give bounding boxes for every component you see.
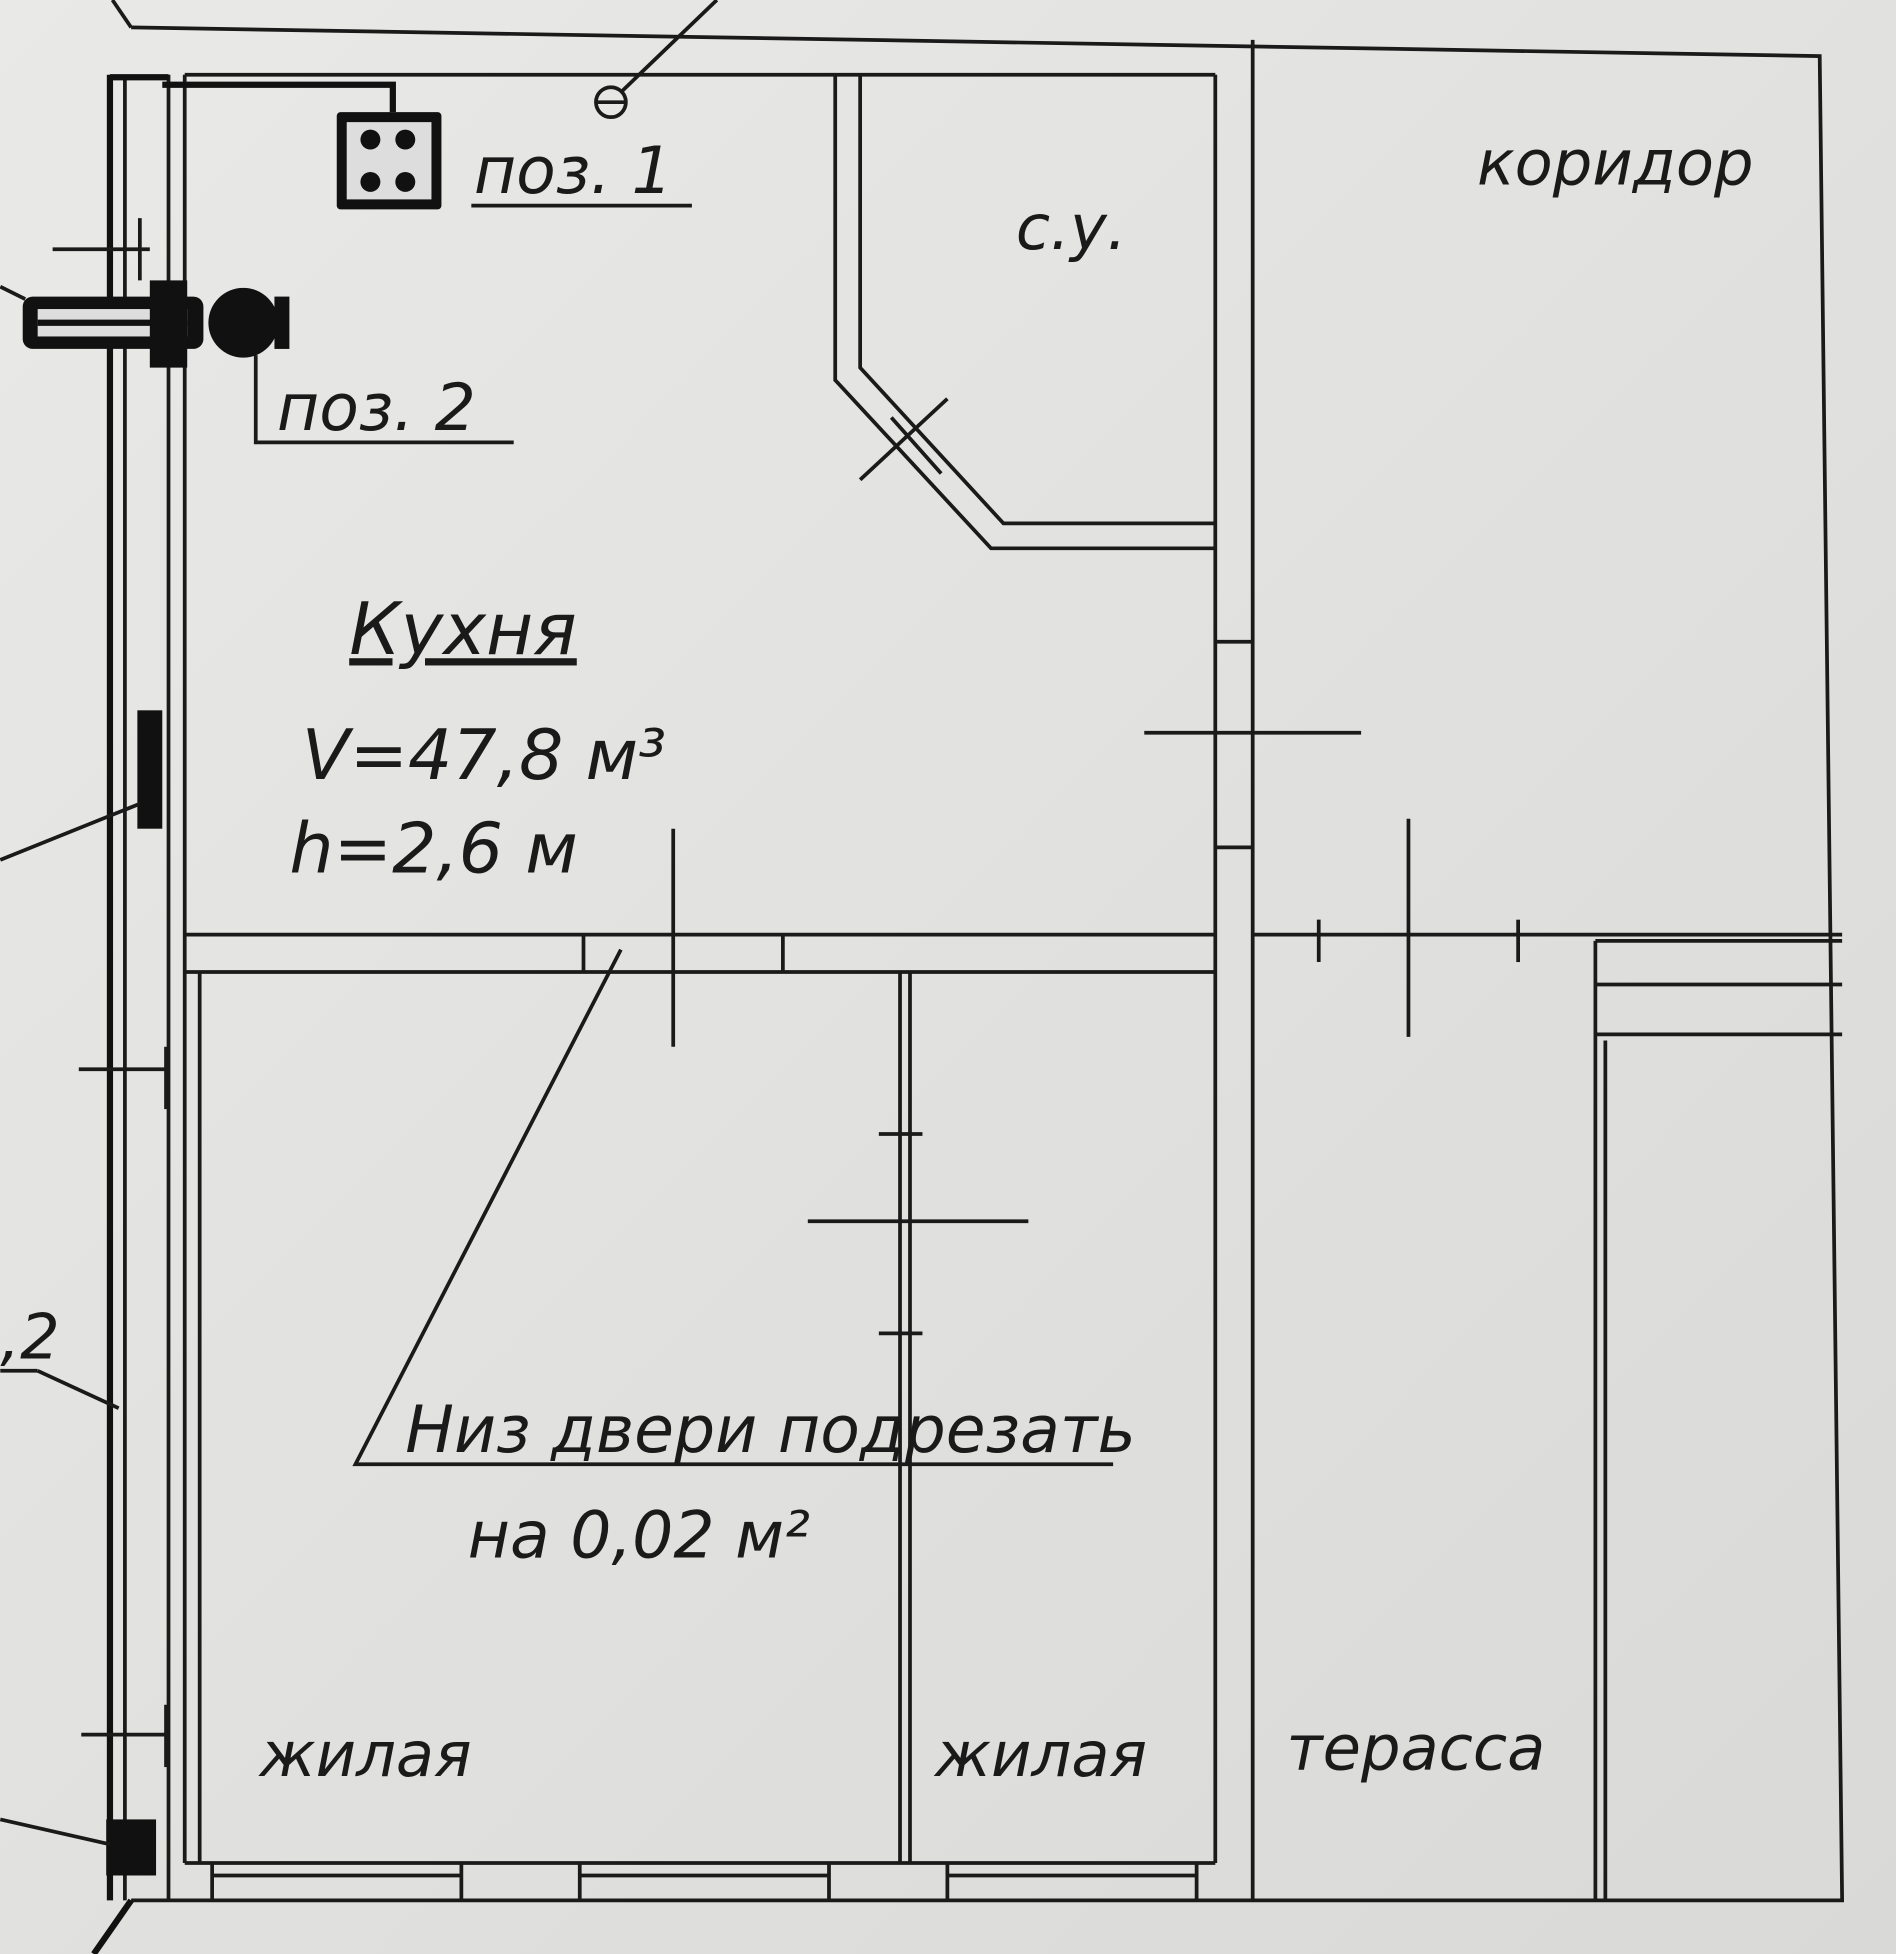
label-living-room-2: жилая bbox=[933, 1718, 1147, 1791]
label-terrace: терасса bbox=[1286, 1712, 1545, 1785]
label-kitchen-volume: V=47,8 м³ bbox=[302, 715, 666, 796]
window-mark bbox=[137, 710, 163, 829]
riser-mark bbox=[106, 1819, 157, 1876]
gas-meter-icon bbox=[22, 280, 290, 368]
label-kitchen-height: h=2,6 м bbox=[289, 808, 577, 889]
label-door-note: Низ двери подрезать bbox=[405, 1393, 1135, 1468]
outer-walls bbox=[106, 0, 1845, 1903]
label-corridor: коридор bbox=[1477, 126, 1754, 199]
label-door-note-area: на 0,02 м² bbox=[468, 1499, 810, 1574]
label-pos2: поз. 2 bbox=[277, 371, 476, 446]
door-marks bbox=[52, 218, 1520, 1768]
label-living-room-1: жилая bbox=[257, 1718, 471, 1791]
label-pos1: поз. 1 bbox=[474, 134, 673, 209]
label-kitchen: Кухня bbox=[349, 588, 577, 672]
label-edge-fragment: ,2 bbox=[0, 1300, 59, 1373]
gas-stove-icon bbox=[162, 81, 442, 210]
inner-walls bbox=[184, 39, 1843, 1901]
label-bathroom: с.у. bbox=[1016, 191, 1127, 264]
leader-lines bbox=[0, 0, 1114, 1954]
